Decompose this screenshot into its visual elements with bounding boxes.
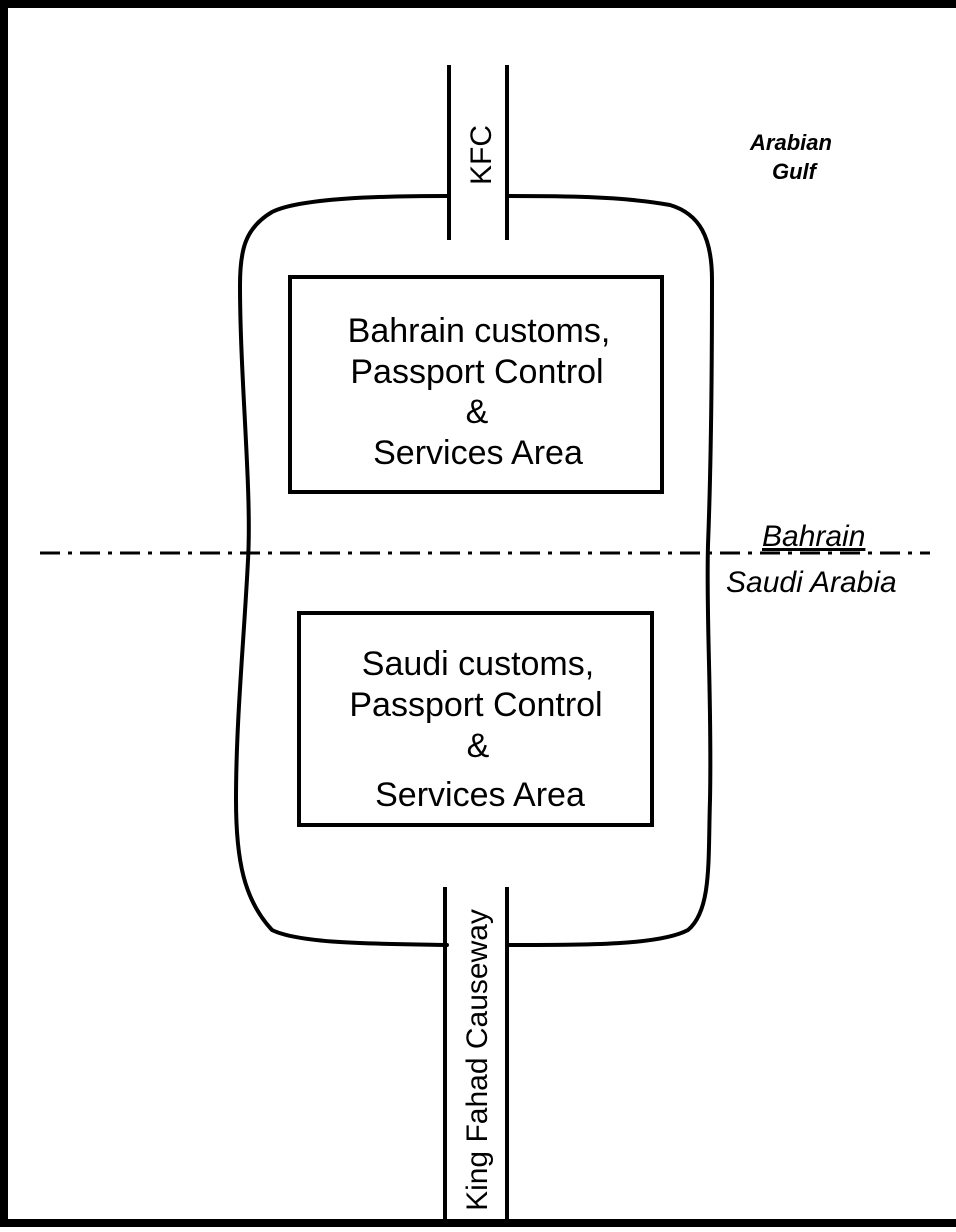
saudi-customs-line4: Services Area (375, 776, 585, 814)
bahrain-customs-line1: Bahrain customs, (348, 312, 611, 350)
bahrain-customs-line3: & (466, 393, 489, 431)
sea-label-line2: Gulf (772, 159, 819, 184)
bahrain-customs-line2: Passport Control (350, 353, 603, 391)
island-outline (233, 194, 715, 947)
border-label-saudi: Saudi Arabia (726, 566, 897, 599)
saudi-customs-line3: & (467, 727, 490, 765)
saudi-customs-line1: Saudi customs, (362, 645, 594, 683)
bahrain-customs-line4: Services Area (373, 434, 583, 472)
south-road-label: King Fahad Causeway (461, 909, 494, 1211)
border-label-bahrain: Bahrain (762, 520, 865, 553)
bahrain-customs-box (288, 275, 664, 494)
saudi-customs-line2: Passport Control (349, 686, 602, 724)
north-road-label: KFC (465, 125, 498, 185)
saudi-customs-box (297, 611, 654, 827)
sea-label-line1: Arabian (749, 130, 832, 155)
